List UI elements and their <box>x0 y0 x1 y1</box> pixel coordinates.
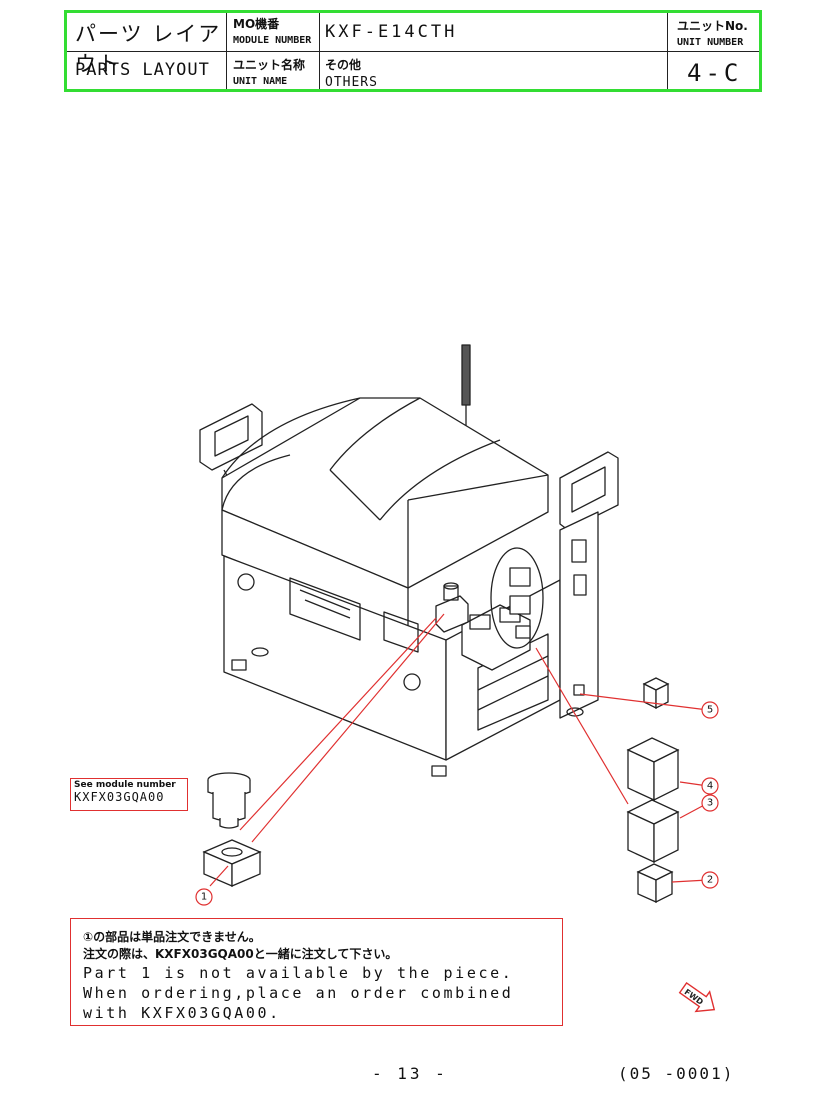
notice-box: ①の部品は単品注文できません。 注文の際は、KXFX03GQA00と一緒に注文し… <box>70 918 563 1026</box>
callout-circles <box>195 701 719 906</box>
callout-3: 3 <box>707 798 713 809</box>
part-1-base-block <box>202 839 262 887</box>
right-monitor <box>559 451 619 531</box>
title-jp: パーツ レイアウト <box>75 22 222 76</box>
module-label-jp: MO機番 <box>233 17 280 31</box>
module-label-en: MODULE NUMBER <box>233 35 312 46</box>
exploded-parts <box>202 677 680 904</box>
header-table: パーツ レイアウト PARTS LAYOUT MO機番 MODULE NUMBE… <box>64 10 762 92</box>
callout-5: 5 <box>707 705 713 716</box>
notice-en-line-2: When ordering,place an order combined <box>83 984 514 1002</box>
see-module-value: KXFX03GQA00 <box>74 790 165 804</box>
see-module-label: See module number <box>74 780 176 790</box>
part-4-block <box>626 737 680 802</box>
part-5-block <box>642 677 670 710</box>
unit-no-label-en: UNIT NUMBER <box>677 37 744 48</box>
unit-no-value: 4-C <box>687 59 743 87</box>
emergency-switch-on-machine <box>435 582 469 633</box>
signal-tower <box>461 344 471 430</box>
unit-no-label-jp: ユニットNo. <box>677 19 748 33</box>
notice-en-line-1: Part 1 is not available by the piece. <box>83 964 514 982</box>
emergency-switch-module <box>207 772 251 829</box>
unit-name-value-jp: その他 <box>325 58 362 72</box>
see-module-number-box: See module number KXFX03GQA00 <box>70 778 188 811</box>
unit-label-jp: ユニット名称 <box>233 58 306 72</box>
part-3-block <box>626 799 680 864</box>
notice-en-line-3: with KXFX03GQA00. <box>83 1004 281 1022</box>
notice-jp-line-1: ①の部品は単品注文できません。 <box>83 930 261 944</box>
part-2-block <box>636 863 674 904</box>
unit-name-value-en: OTHERS <box>325 75 378 90</box>
document-code: (05 -0001) <box>618 1064 735 1083</box>
leader-lines <box>209 613 709 887</box>
callout-1: 1 <box>201 892 207 903</box>
callout-2: 2 <box>707 875 713 886</box>
unit-label-en: UNIT NAME <box>233 76 288 87</box>
module-number-value: KXF-E14CTH <box>325 22 458 42</box>
forward-arrow-icon[interactable]: FWD <box>676 978 721 1019</box>
page-number: - 13 - <box>372 1064 448 1083</box>
notice-jp-line-2: 注文の際は、KXFX03GQA00と一緒に注文して下さい。 <box>83 947 398 961</box>
title-en: PARTS LAYOUT <box>75 60 210 80</box>
callout-4: 4 <box>707 781 713 792</box>
